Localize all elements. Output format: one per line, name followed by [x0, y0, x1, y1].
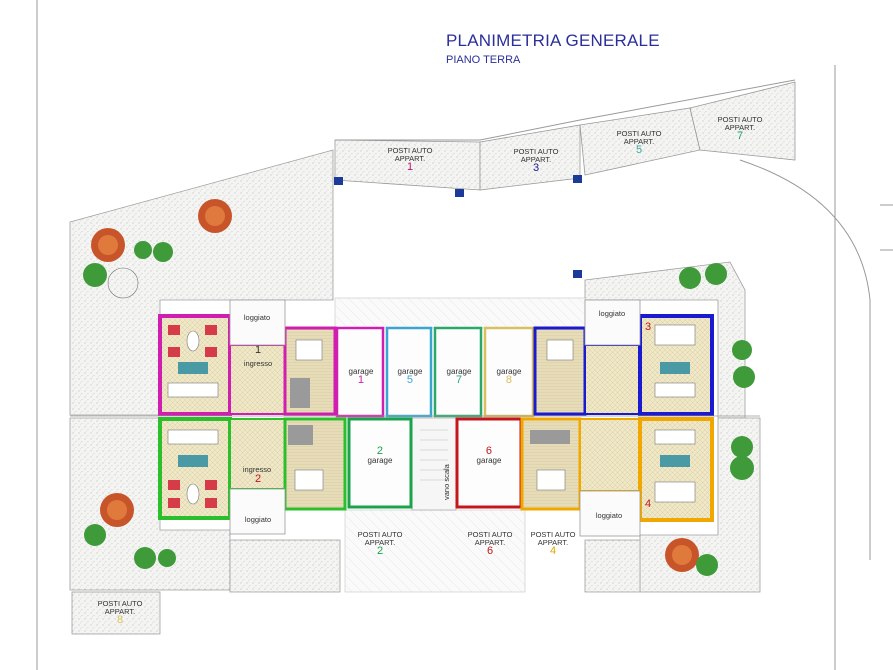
- site-boundary: [36, 0, 893, 670]
- unit-2: [158, 417, 347, 535]
- north-parking: [334, 81, 796, 278]
- trees: [83, 199, 755, 576]
- stairwell: [411, 417, 457, 511]
- unit-1: [158, 299, 337, 416]
- porch-label-3: loggiato: [598, 309, 626, 318]
- garages-top: [335, 326, 535, 418]
- plan-title: PLANIMETRIA GENERALE: [446, 31, 660, 50]
- entry-label-1: ingresso: [243, 359, 273, 368]
- unit-4: [520, 417, 714, 537]
- porch-label-2: loggiato: [244, 515, 272, 524]
- stair-label: vano scala: [442, 464, 451, 500]
- unit-number-1: 1: [254, 344, 262, 356]
- unit-number-3: 3: [644, 321, 652, 333]
- plan-subtitle: PIANO TERRA: [446, 54, 521, 66]
- driveway: [334, 297, 586, 329]
- unit-number-2: 2: [254, 473, 262, 485]
- porch-label-4: loggiato: [595, 511, 623, 520]
- entry-label-2: ingresso: [242, 465, 272, 474]
- garages-bottom: [347, 417, 523, 509]
- south-parking: [344, 509, 526, 593]
- unit-3: [533, 299, 714, 416]
- unit-number-4: 4: [644, 498, 652, 510]
- porch-label-1: loggiato: [243, 313, 271, 322]
